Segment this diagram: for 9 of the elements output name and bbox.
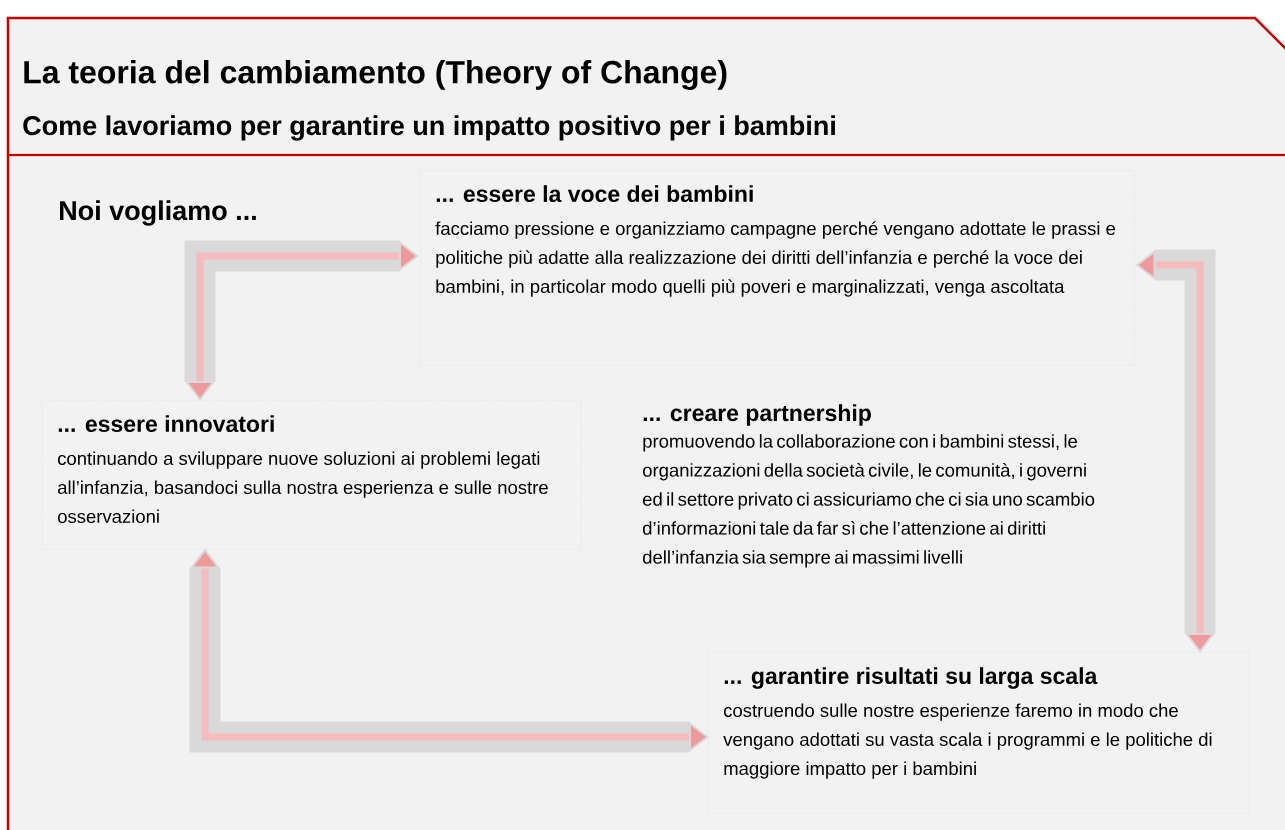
text-box: ... garantire risultati su larga scala costruendo sulle nostre esperienze faremo in modo che vengano adottati su vasta scala i programmi e le politiche di maggiore impatto per i bambini bbox=[708, 652, 1250, 814]
paragraph: promuovendo la collaborazione con i bambini stessi, le organizzazioni della società civile, le comunità, i governi ed il settore privato ci assicuriamo che ci sia uno scambio d’informazioni tale da far sì che l’attenzione ai diritti dell’infanzia sia sempre ai massimi livelli bbox=[643, 434, 1095, 568]
subtitle: Come lavoriamo per garantire un impatto positivo per i bambini bbox=[23, 115, 835, 141]
heading: Noi vogliamo ... bbox=[60, 200, 256, 226]
arrow bbox=[184, 240, 419, 401]
heading: ... creare partnership bbox=[643, 404, 871, 426]
text-box: ... essere innovatori continuando a sviluppare nuove soluzioni ai problemi legati all’infanzia, basandoci sulla nostra esperienza e sulle nostre osservazioni bbox=[42, 400, 582, 550]
title: La teoria del cambiamento (Theory of Change) bbox=[24, 60, 727, 90]
text-box: ... essere la voce dei bambini facciamo pressione e organizziamo campagne perché vengano adottate le prassi e politiche più adatte alla realizzazione dei diritti dell’infanzia e perché la voce dei bambini, in particolar modo quelli più poveri e marginalizzati, venga ascoltata bbox=[420, 170, 1135, 366]
